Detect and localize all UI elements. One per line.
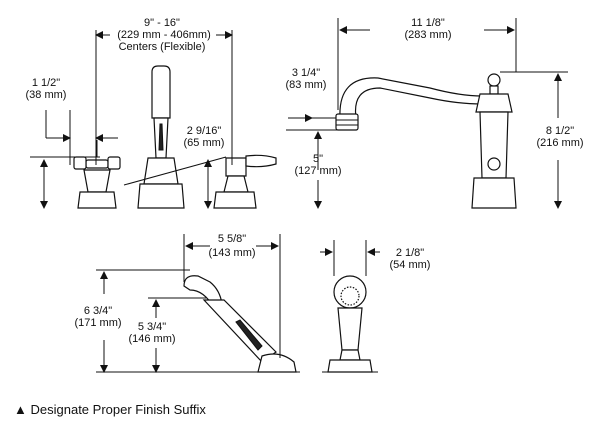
spout-drop-label: 3 1/4" [292, 67, 320, 79]
handshower-width-metric-label: (143 mm) [208, 247, 255, 259]
spout-reach-metric-label: (283 mm) [404, 29, 451, 41]
triangle-icon: ▲ [14, 402, 27, 417]
spout-outlet-height-label: 5" [313, 153, 323, 165]
spout-height-label: 8 1/2" [546, 125, 574, 137]
handshower-height-metric-label: (171 mm) [74, 317, 121, 329]
cross-handle-left [73, 140, 121, 209]
centers-metric-label: (229 mm - 406mm) [117, 29, 211, 41]
handle-offset-metric-label: (38 mm) [26, 89, 67, 101]
diverter-height-label: 2 9/16" [187, 125, 222, 137]
spray-face-width-label: 2 1/8" [396, 247, 424, 259]
handshower-front-view [327, 275, 373, 373]
spout-drop-metric-label: (83 mm) [286, 79, 327, 91]
handshower-holder-height-metric-label: (146 mm) [128, 333, 175, 345]
spout-assembly [335, 73, 517, 209]
finish-suffix-footnote: ▲ Designate Proper Finish Suffix [14, 402, 206, 417]
center-lever-valve [137, 65, 185, 209]
handshower-width-label: 5 5/8" [218, 233, 246, 245]
handshower-height-label: 6 3/4" [84, 305, 112, 317]
handle-offset-label: 1 1/2" [32, 77, 60, 89]
centers-caption-label: Centers (Flexible) [119, 41, 206, 53]
handshower-holder-height-label: 5 3/4" [138, 321, 166, 333]
centers-range-label: 9" - 16" [144, 17, 180, 29]
diverter-height-metric-label: (65 mm) [184, 137, 225, 149]
lever-handle-right [213, 154, 277, 209]
spout-outlet-height-metric-label: (127 mm) [294, 165, 341, 177]
footnote-text: Designate Proper Finish Suffix [30, 402, 206, 417]
spout-height-metric-label: (216 mm) [536, 137, 583, 149]
spout-reach-label: 11 1/8" [411, 17, 445, 29]
handshower-side-view [183, 275, 297, 373]
spray-face-width-metric-label: (54 mm) [390, 259, 431, 271]
